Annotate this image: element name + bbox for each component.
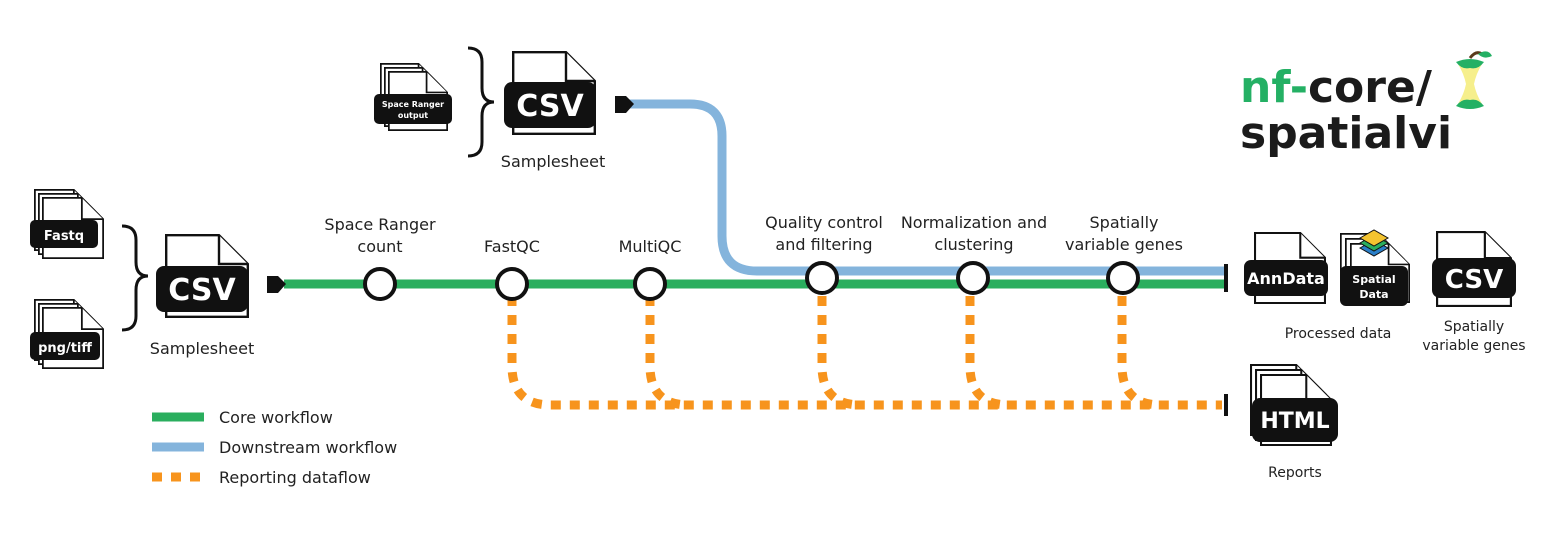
- step-label-line2: and filtering: [775, 235, 872, 254]
- nf-core-spatialvi-logo: nf-core/ spatialvi: [1240, 51, 1492, 159]
- spatialdata-output-file-stack: Spatial Data: [1340, 229, 1410, 306]
- file-type-label-line2: Data: [1359, 288, 1388, 301]
- png-tiff-file-stack: png/tiff: [30, 298, 104, 370]
- legend-label: Core workflow: [219, 408, 333, 427]
- station-normalization-clustering[interactable]: Normalization and clustering: [901, 213, 1047, 295]
- svg-output-label-line1: Spatially: [1444, 319, 1504, 335]
- svg-csv-output-file: CSV: [1432, 230, 1516, 308]
- file-type-label-line1: Space Ranger: [382, 100, 444, 109]
- core-start-arrow: [267, 276, 286, 293]
- step-label-line1: Quality control: [765, 213, 883, 232]
- legend: Core workflow Downstream workflow Report…: [152, 408, 397, 487]
- file-type-label: CSV: [168, 273, 236, 308]
- file-type-label: Fastq: [44, 229, 84, 244]
- legend-item-reporting: Reporting dataflow: [152, 468, 371, 487]
- reports-label: Reports: [1268, 465, 1322, 481]
- space-ranger-output-file-stack: Space Ranger output: [374, 62, 452, 132]
- processed-data-label: Processed data: [1285, 326, 1392, 342]
- core-samplesheet-file: CSV: [156, 233, 249, 319]
- svg-output-label-line2: variable genes: [1422, 338, 1525, 354]
- station-spatially-variable-genes[interactable]: Spatially variable genes: [1065, 213, 1183, 295]
- station-multiqc[interactable]: MultiQC: [619, 237, 682, 301]
- anndata-output-file: AnnData: [1244, 231, 1328, 305]
- step-label-line1: Normalization and: [901, 213, 1047, 232]
- downstream-inputs-brace: [467, 46, 495, 158]
- step-label-line1: Space Ranger: [324, 215, 436, 234]
- reporting-dataflow-lines: [507, 296, 1222, 410]
- html-report-file-stack: HTML: [1250, 363, 1338, 447]
- file-type-label: CSV: [516, 89, 584, 124]
- apple-core-icon: [1456, 51, 1492, 109]
- downstream-samplesheet-file: CSV: [504, 50, 596, 136]
- spatialdata-layers-icon: [1358, 229, 1390, 257]
- station-quality-control[interactable]: Quality control and filtering: [765, 213, 883, 295]
- file-type-label-line1: Spatial: [1352, 273, 1395, 286]
- legend-item-core: Core workflow: [152, 408, 333, 427]
- station-fastqc[interactable]: FastQC: [484, 237, 540, 301]
- step-label: FastQC: [484, 237, 540, 256]
- downstream-workflow-line: [628, 99, 1227, 276]
- reporting-end-bar: [1224, 394, 1228, 416]
- core-samplesheet-label: Samplesheet: [150, 339, 254, 358]
- logo-text-line2: spatialvi: [1240, 108, 1452, 159]
- step-label-line2: variable genes: [1065, 235, 1183, 254]
- step-label: MultiQC: [619, 237, 682, 256]
- legend-label: Downstream workflow: [219, 438, 397, 457]
- step-label-line1: Spatially: [1090, 213, 1159, 232]
- legend-label: Reporting dataflow: [219, 468, 371, 487]
- step-label-line2: count: [357, 237, 402, 256]
- file-type-label: HTML: [1260, 409, 1329, 434]
- downstream-samplesheet-label: Samplesheet: [501, 152, 605, 171]
- downstream-start-arrow: [615, 96, 634, 113]
- file-type-label: png/tiff: [38, 341, 92, 356]
- core-inputs-brace: [121, 224, 149, 332]
- station-space-ranger-count[interactable]: Space Ranger count: [324, 215, 436, 301]
- legend-item-downstream: Downstream workflow: [152, 438, 397, 457]
- file-type-label: AnnData: [1247, 269, 1325, 288]
- logo-text-line1: nf-core/: [1240, 62, 1433, 113]
- file-type-label: CSV: [1445, 265, 1503, 295]
- step-label-line2: clustering: [934, 235, 1013, 254]
- file-type-label-line2: output: [398, 111, 428, 120]
- fastq-file-stack: Fastq: [30, 188, 104, 260]
- core-end-bar: [1224, 264, 1228, 292]
